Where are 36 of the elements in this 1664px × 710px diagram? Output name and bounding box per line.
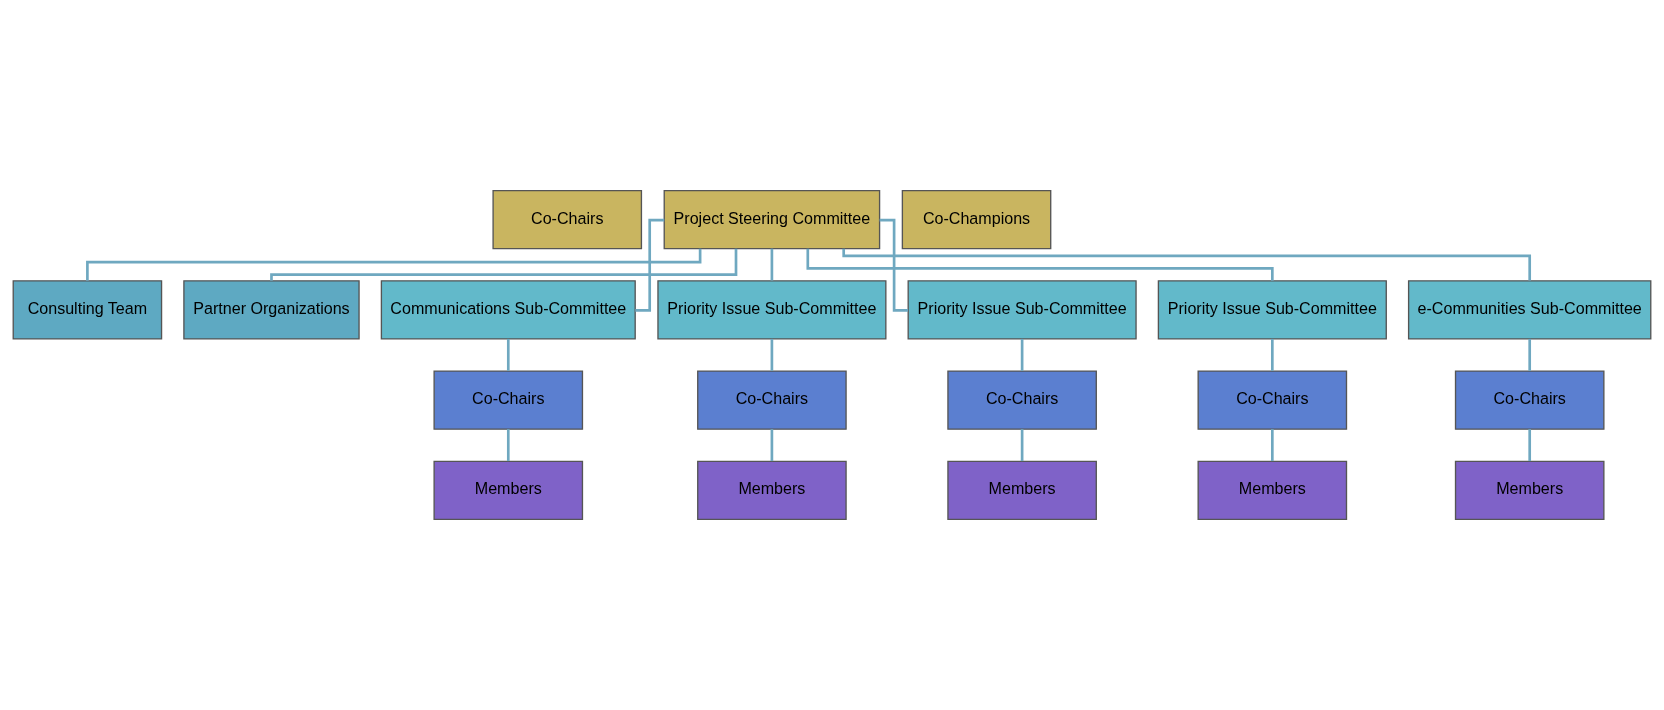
node-box: Co-Chairs	[1454, 370, 1605, 430]
node-box: Members	[697, 460, 847, 521]
connector	[506, 429, 510, 462]
connector	[1020, 338, 1024, 371]
node-box: Members	[1454, 460, 1605, 521]
node-box: Consulting Team	[12, 280, 163, 340]
node-box: Co-Chairs	[433, 370, 584, 430]
node-box: Priority Issue Sub-Committee	[1157, 280, 1387, 340]
connector	[770, 338, 774, 371]
node-box: Co-Chairs	[697, 370, 847, 430]
connector	[86, 248, 702, 281]
connector	[1271, 429, 1274, 462]
connector	[270, 248, 738, 281]
connector	[1528, 429, 1532, 462]
connector	[879, 218, 909, 312]
node-box: Partner Organizations	[183, 280, 360, 340]
node-box: Co-Chairs	[947, 370, 1097, 430]
node-box: Project Steering Committee	[663, 189, 881, 250]
node-box: Priority Issue Sub-Committee	[907, 280, 1137, 340]
connector	[806, 248, 1274, 281]
connector	[506, 338, 510, 371]
node-box: Priority Issue Sub-Committee	[657, 280, 887, 340]
node-box: Co-Chairs	[492, 189, 643, 250]
node-box: Co-Chairs	[1197, 370, 1348, 430]
node-box: Members	[433, 460, 584, 521]
connector	[770, 429, 774, 462]
node-box: Communications Sub-Committee	[380, 280, 636, 340]
connector	[1271, 338, 1274, 371]
connector	[1020, 429, 1024, 462]
node-box: Members	[1197, 460, 1348, 521]
node-box: Co-Champions	[901, 189, 1052, 250]
node-box: e-Communities Sub-Committee	[1407, 280, 1652, 340]
connector	[1528, 338, 1532, 371]
connector	[635, 218, 665, 312]
node-box: Members	[947, 460, 1097, 521]
connector	[770, 248, 774, 281]
